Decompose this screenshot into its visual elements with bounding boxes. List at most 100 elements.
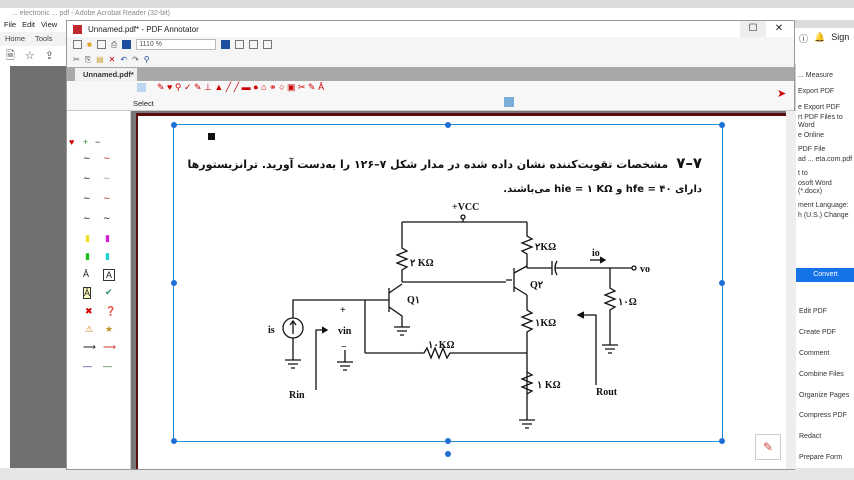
remove-pen-icon[interactable]: −: [95, 137, 101, 147]
zoom-field[interactable]: 1110 %: [136, 39, 217, 50]
question-icon[interactable]: ❓: [105, 306, 117, 316]
vertical-scrollbar[interactable]: [786, 111, 796, 469]
acrobat-tabs: Home Tools: [0, 32, 66, 46]
floating-pen-icon[interactable]: ✎: [755, 434, 781, 460]
problem-number: ۷–۷: [676, 154, 702, 172]
color-tool-icon[interactable]: [504, 97, 514, 107]
select-tool-icon[interactable]: [137, 83, 146, 92]
resize-handle[interactable]: [719, 438, 725, 444]
cross-icon[interactable]: ✖: [85, 306, 93, 316]
star-icon[interactable]: ☆: [24, 50, 35, 62]
find-icon[interactable]: ⚲: [143, 55, 150, 64]
save-icon[interactable]: 🗎: [6, 50, 15, 62]
pen-black-icon[interactable]: ∼: [83, 213, 91, 223]
panel-text: ment Language:: [798, 202, 849, 209]
open-icon[interactable]: ■: [87, 40, 92, 49]
resize-handle[interactable]: [171, 438, 177, 444]
zoom-in-button[interactable]: [221, 40, 231, 49]
pen-gray-icon[interactable]: ∼: [103, 173, 111, 183]
zoom-out-button[interactable]: [122, 40, 132, 49]
single-page-icon[interactable]: [263, 40, 273, 49]
language-change[interactable]: h (U.S.) Change: [798, 212, 849, 219]
rf-label: ۱۰KΩ: [428, 340, 455, 351]
text-stamp-icon[interactable]: Ā: [83, 269, 90, 279]
vcc-label: +VCC: [452, 202, 479, 213]
mouse-cursor: ➤: [777, 88, 787, 100]
arrow-line-icon[interactable]: ⟶: [83, 342, 96, 352]
highlighter-magenta-icon[interactable]: ▮: [105, 233, 110, 243]
tool-compress-pdf[interactable]: Compress PDF: [799, 412, 847, 419]
paste-icon[interactable]: ▤: [96, 55, 104, 64]
tool-comment[interactable]: Comment: [799, 350, 830, 357]
undo-icon[interactable]: ↶: [120, 55, 128, 64]
print-icon[interactable]: ⎙: [110, 39, 118, 49]
check-icon[interactable]: ✔: [105, 287, 113, 297]
file-name: ad ... eta.com.pdf: [798, 156, 853, 163]
highlighter-yellow-icon[interactable]: ▮: [85, 233, 90, 243]
sign-in-link[interactable]: Sign: [831, 32, 850, 42]
document-view[interactable]: [131, 111, 786, 469]
resize-handle[interactable]: [719, 122, 725, 128]
rl-label: ۱۰Ω: [618, 297, 637, 308]
pen-black-icon[interactable]: ∼: [83, 153, 91, 163]
tool-prepare-form[interactable]: Prepare Form: [799, 454, 843, 461]
pen-black-icon[interactable]: ∼: [83, 193, 91, 203]
acrobat-document-area: [10, 66, 66, 470]
pen-tool-icon[interactable]: ✎ ♥ ⚲ ✓ ✎ ⊥ ▲ ╱ ╱ ▬ ● ⌂ ⚭ ○ ▣ ✂ ✎ Ā: [157, 82, 325, 92]
rotate-handle[interactable]: [445, 450, 451, 457]
selection-rectangle[interactable]: [171, 122, 725, 457]
menu-view[interactable]: View: [41, 20, 58, 29]
close-button[interactable]: ✕: [774, 23, 784, 34]
delete-icon[interactable]: ✕: [108, 55, 116, 64]
copy-icon[interactable]: ⎘: [84, 54, 92, 64]
warning-icon[interactable]: ⚠: [85, 324, 94, 334]
tab-tools[interactable]: Tools: [35, 34, 53, 43]
highlighter-cyan-icon[interactable]: ▮: [105, 251, 110, 261]
redo-icon[interactable]: ↷: [132, 55, 139, 64]
format-select[interactable]: osoft Word (*.docx): [798, 180, 832, 195]
favorites-heart-icon[interactable]: ♥: [69, 137, 75, 147]
resize-handle[interactable]: [445, 122, 451, 128]
fit-width-icon[interactable]: [249, 40, 259, 49]
resize-handle[interactable]: [171, 280, 177, 286]
upload-icon[interactable]: ⇪: [44, 50, 54, 62]
cut-icon[interactable]: ✂: [73, 55, 80, 64]
new-icon[interactable]: [73, 40, 82, 49]
tool-redact[interactable]: Redact: [799, 433, 822, 440]
pen-red-icon[interactable]: ∼: [103, 153, 111, 163]
fit-page-icon[interactable]: [235, 40, 245, 49]
resize-handle[interactable]: [171, 122, 177, 128]
save-icon[interactable]: [96, 40, 106, 49]
pen-black-icon[interactable]: ∼: [83, 173, 91, 183]
measure-tool[interactable]: ... Measure: [798, 72, 834, 79]
line-green-icon[interactable]: —: [103, 361, 112, 371]
tab-unnamed-pdf[interactable]: Unnamed.pdf*: [75, 68, 137, 81]
note-icon[interactable]: Ā: [83, 287, 92, 299]
tool-organize-pages[interactable]: Organize Pages: [799, 392, 850, 399]
select-label: Select: [133, 99, 154, 108]
transistor-q2: [506, 265, 528, 296]
star-icon[interactable]: ★: [105, 324, 114, 334]
vo-label: vo: [640, 264, 650, 275]
pen-red-icon[interactable]: ∼: [103, 193, 111, 203]
tab-home[interactable]: Home: [5, 34, 26, 43]
help-icon[interactable]: ⓘ: [799, 34, 809, 44]
bell-icon[interactable]: 🔔: [814, 32, 826, 42]
pen-black-icon[interactable]: ∼: [103, 213, 111, 223]
textbox-icon[interactable]: A: [103, 269, 116, 281]
resize-handle[interactable]: [719, 280, 725, 286]
tool-edit-pdf[interactable]: Edit PDF: [799, 308, 828, 315]
arrow-line-red-icon[interactable]: ⟶: [103, 342, 116, 352]
highlighter-green-icon[interactable]: ▮: [85, 251, 90, 261]
line-blue-icon[interactable]: —: [83, 361, 92, 371]
resize-handle[interactable]: [445, 438, 451, 444]
maximize-button[interactable]: ☐: [740, 21, 766, 37]
convert-button[interactable]: Convert: [796, 268, 854, 282]
menu-edit[interactable]: Edit: [22, 20, 36, 29]
export-pdf-header[interactable]: Export PDF: [798, 88, 835, 95]
circuit-diagram: [282, 214, 637, 429]
add-pen-icon[interactable]: +: [83, 137, 89, 147]
menu-file[interactable]: File: [4, 20, 17, 29]
tool-combine-files[interactable]: Combine Files: [799, 371, 844, 378]
tool-create-pdf[interactable]: Create PDF: [799, 329, 836, 336]
